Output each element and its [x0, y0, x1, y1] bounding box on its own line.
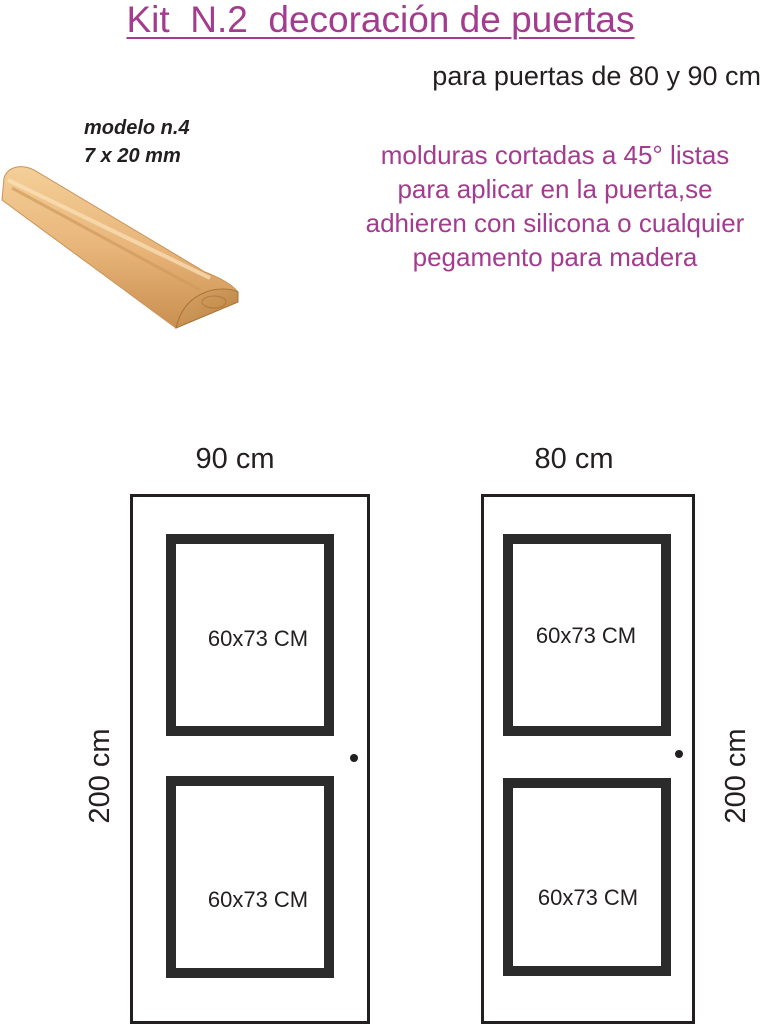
model-name: modelo n.4	[84, 117, 190, 139]
molding-end-ring	[201, 295, 227, 309]
product-description: molduras cortadas a 45° listas para apli…	[365, 140, 745, 272]
panel-size-label-90-top: 60x73 CM	[207, 626, 309, 651]
door-width-label-80: 80 cm	[534, 443, 614, 475]
page-title: Kit N.2 decoración de puertas	[126, 0, 635, 40]
molding-highlight	[7, 178, 211, 280]
door-width-label-90: 90 cm	[195, 443, 275, 475]
molding-panel-80-top	[503, 534, 671, 736]
panel-size-label-80-top: 60x73 CM	[535, 623, 637, 648]
page-subtitle: para puertas de 80 y 90 cm	[432, 61, 761, 91]
molding-panel-90-top	[166, 534, 334, 736]
door-knob-90	[350, 754, 358, 762]
molding-image	[1, 166, 239, 329]
door-height-label-left: 200 cm	[84, 728, 116, 824]
molding-panel-90-bottom	[166, 776, 334, 978]
panel-size-label-90-bottom: 60x73 CM	[207, 887, 309, 912]
molding-groove	[11, 186, 201, 292]
molding-panel-80-bottom	[503, 778, 671, 976]
model-size: 7 x 20 mm	[84, 145, 181, 167]
panel-size-label-80-bottom: 60x73 CM	[537, 885, 639, 910]
door-height-label-right: 200 cm	[720, 728, 752, 824]
molding-end-profile	[175, 288, 239, 329]
door-knob-80	[675, 750, 683, 758]
